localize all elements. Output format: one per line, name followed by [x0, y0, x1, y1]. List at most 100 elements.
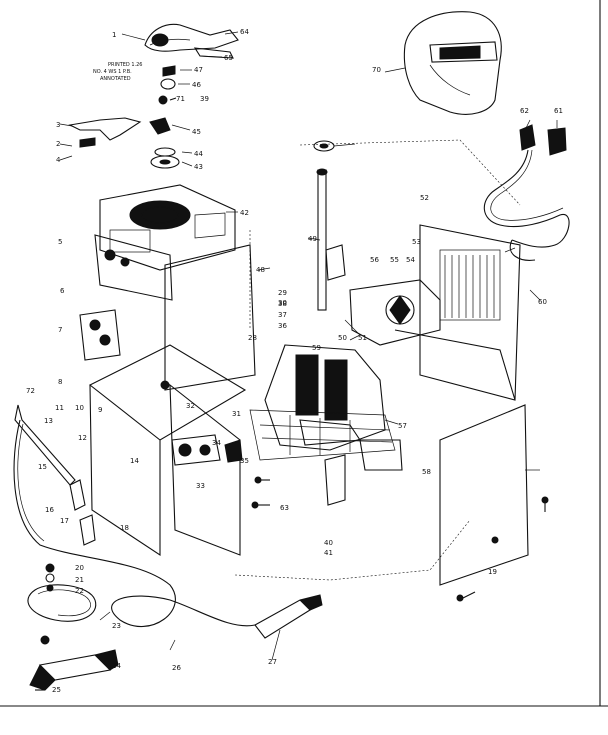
mounting-bracket [324, 439, 403, 506]
left-strap [14, 404, 86, 511]
callout-7: 7 [58, 326, 62, 334]
callout-9: 9 [98, 406, 102, 414]
electrode-holder [254, 594, 323, 639]
screws [251, 476, 549, 602]
selector-knob [68, 117, 171, 148]
leader-lines [59, 31, 558, 666]
base-enclosure [88, 344, 247, 557]
ground-clamp [29, 649, 119, 691]
callout-56: 56 [370, 256, 379, 264]
callout-27: 27 [268, 658, 277, 666]
callout-38: 38 [278, 300, 287, 308]
callout-33: 33 [196, 482, 205, 490]
callout-43: 43 [194, 163, 203, 171]
callout-58: 58 [422, 468, 431, 476]
callout-42: 42 [240, 209, 249, 217]
callout-41: 41 [324, 549, 333, 557]
callout-16: 16 [45, 506, 54, 514]
callout-14: 14 [130, 457, 139, 465]
right-side-panel [439, 404, 529, 586]
callout-49: 49 [308, 235, 317, 243]
switch-block [79, 309, 121, 361]
callout-17: 17 [60, 517, 69, 525]
callout-4: 4 [56, 156, 61, 164]
callout-54: 54 [406, 256, 415, 264]
guide-line-top [299, 139, 521, 206]
callout-18: 18 [120, 524, 129, 532]
callout-51: 51 [358, 334, 367, 342]
callout-20: 20 [75, 564, 84, 572]
transformer-core [249, 344, 396, 461]
callout-55: 55 [390, 256, 399, 264]
callout-61: 61 [554, 107, 563, 115]
callout-47: 47 [194, 66, 203, 74]
power-cord-and-plug [483, 124, 570, 261]
rectifier-components [171, 434, 243, 466]
callout-37: 37 [278, 311, 287, 319]
callout-60: 60 [538, 298, 547, 306]
callout-1: 1 [112, 31, 116, 39]
front-control-panel [99, 184, 236, 271]
callout-2: 2 [56, 140, 60, 148]
callout-40: 40 [324, 539, 333, 547]
callout-11: 11 [55, 404, 64, 412]
guide-line-bottom [234, 519, 471, 581]
callout-21: 21 [75, 576, 84, 584]
left-side-panel [94, 234, 173, 301]
callout-48: 48 [256, 266, 265, 274]
callout-29: 29 [278, 289, 287, 297]
callout-34: 34 [212, 439, 221, 447]
callout-70: 70 [372, 66, 381, 74]
callout-53: 53 [412, 238, 421, 246]
hardware-stack [35, 563, 55, 691]
callout-8: 8 [58, 378, 62, 386]
spec-note-line-2: NO. 4 WS 1 P.B. [93, 69, 132, 75]
callout-71: 71 [176, 95, 185, 103]
callout-72: 72 [26, 387, 35, 395]
rear-panel [394, 224, 521, 401]
callout-39: 39 [200, 95, 209, 103]
callout-28: 28 [248, 334, 257, 342]
callout-36: 36 [278, 322, 287, 330]
callout-23: 23 [112, 622, 121, 630]
callout-22: 22 [75, 587, 84, 595]
callout-59: 59 [312, 344, 321, 352]
callout-12: 12 [78, 434, 87, 442]
callout-26: 26 [172, 664, 181, 672]
callout-63: 63 [280, 504, 289, 512]
callout-30: 30 [278, 299, 287, 307]
callout-13: 13 [44, 417, 53, 425]
spec-note-line-3: ANNOTATED [100, 76, 131, 82]
callout-10: 10 [75, 404, 84, 412]
callout-57: 57 [398, 422, 407, 430]
vertical-rod [316, 168, 346, 311]
callout-64: 64 [240, 28, 249, 36]
small-bracket [79, 514, 96, 546]
callout-6: 6 [60, 287, 65, 295]
callout-52: 52 [420, 194, 429, 202]
callout-layer: 1 64 65 47 46 71 39 45 44 43 42 3 2 4 5 … [26, 28, 563, 694]
rod-cap-washer [313, 140, 335, 152]
electrode-holder-handle [144, 23, 239, 59]
callout-50: 50 [338, 334, 347, 342]
callout-65: 65 [224, 54, 233, 62]
callout-24: 24 [112, 662, 121, 670]
welding-cable [13, 419, 256, 627]
spec-note-line-1: PRINTED 1.26 [108, 62, 143, 68]
welding-helmet [403, 11, 502, 115]
callout-46: 46 [192, 81, 201, 89]
callout-25: 25 [52, 686, 61, 694]
callout-45: 45 [192, 128, 201, 136]
ground-cable-coil [27, 584, 97, 622]
callout-32: 32 [186, 402, 195, 410]
callout-31: 31 [232, 410, 241, 418]
callout-44: 44 [194, 150, 203, 158]
cabinet-side-panel [164, 244, 256, 556]
knob-parts [158, 65, 177, 105]
callout-35: 35 [240, 457, 249, 465]
callout-19: 19 [488, 568, 497, 576]
callout-62: 62 [520, 107, 529, 115]
callout-15: 15 [38, 463, 47, 471]
